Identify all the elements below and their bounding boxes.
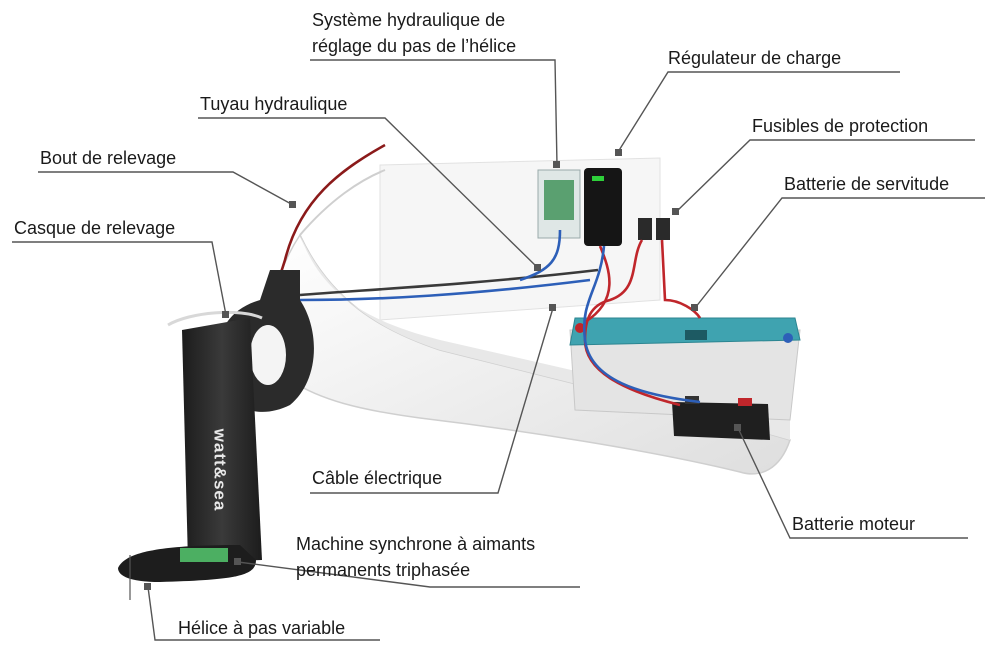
- label-synchronous-machine-line2: permanents triphasée: [296, 560, 471, 580]
- fuses: [638, 218, 670, 240]
- service-battery: [569, 317, 801, 421]
- leader-charge-regulator: [617, 71, 900, 153]
- label-hydraulic-system-line1: Système hydraulique de: [312, 10, 506, 30]
- leader-hydraulic-hose: [198, 117, 539, 269]
- leader-fuses: [675, 139, 975, 213]
- leader-markers: [144, 149, 741, 590]
- cables: [239, 143, 702, 407]
- generator-pod: [118, 545, 256, 600]
- strut-collar: [167, 310, 263, 327]
- brand-logo: watt&sea: [210, 428, 230, 512]
- label-motor-battery: Batterie moteur: [792, 514, 916, 534]
- label-service-battery: Batterie de servitude: [784, 174, 950, 194]
- label-synchronous-machine-line1: Machine synchrone à aimants: [296, 534, 536, 554]
- charge-regulator-unit: [537, 168, 622, 246]
- hull-deck-edge: [299, 169, 386, 236]
- leader-lifting-head: [12, 241, 227, 316]
- leader-motor-battery: [737, 427, 968, 539]
- leader-lines: [12, 59, 985, 641]
- leader-synchronous-machine: [237, 561, 580, 588]
- leader-electric-cable: [310, 307, 554, 494]
- strut: [182, 318, 262, 562]
- label-protection-fuses: Fusibles de protection: [752, 116, 929, 136]
- leader-service-battery: [694, 197, 985, 309]
- leader-hydraulic-system: [310, 59, 558, 166]
- label-hydraulic-system-line2: réglage du pas de l’hélice: [312, 36, 517, 56]
- label-variable-pitch-propeller: Hélice à pas variable: [178, 618, 346, 638]
- label-hydraulic-hose: Tuyau hydraulique: [200, 94, 348, 114]
- leader-propeller: [147, 586, 380, 641]
- label-lifting-end: Bout de relevage: [40, 148, 177, 168]
- label-charge-regulator: Régulateur de charge: [668, 48, 842, 68]
- label-electric-cable: Câble électrique: [312, 468, 443, 488]
- label-lifting-head: Casque de relevage: [14, 218, 176, 238]
- leader-lifting-end: [38, 171, 294, 206]
